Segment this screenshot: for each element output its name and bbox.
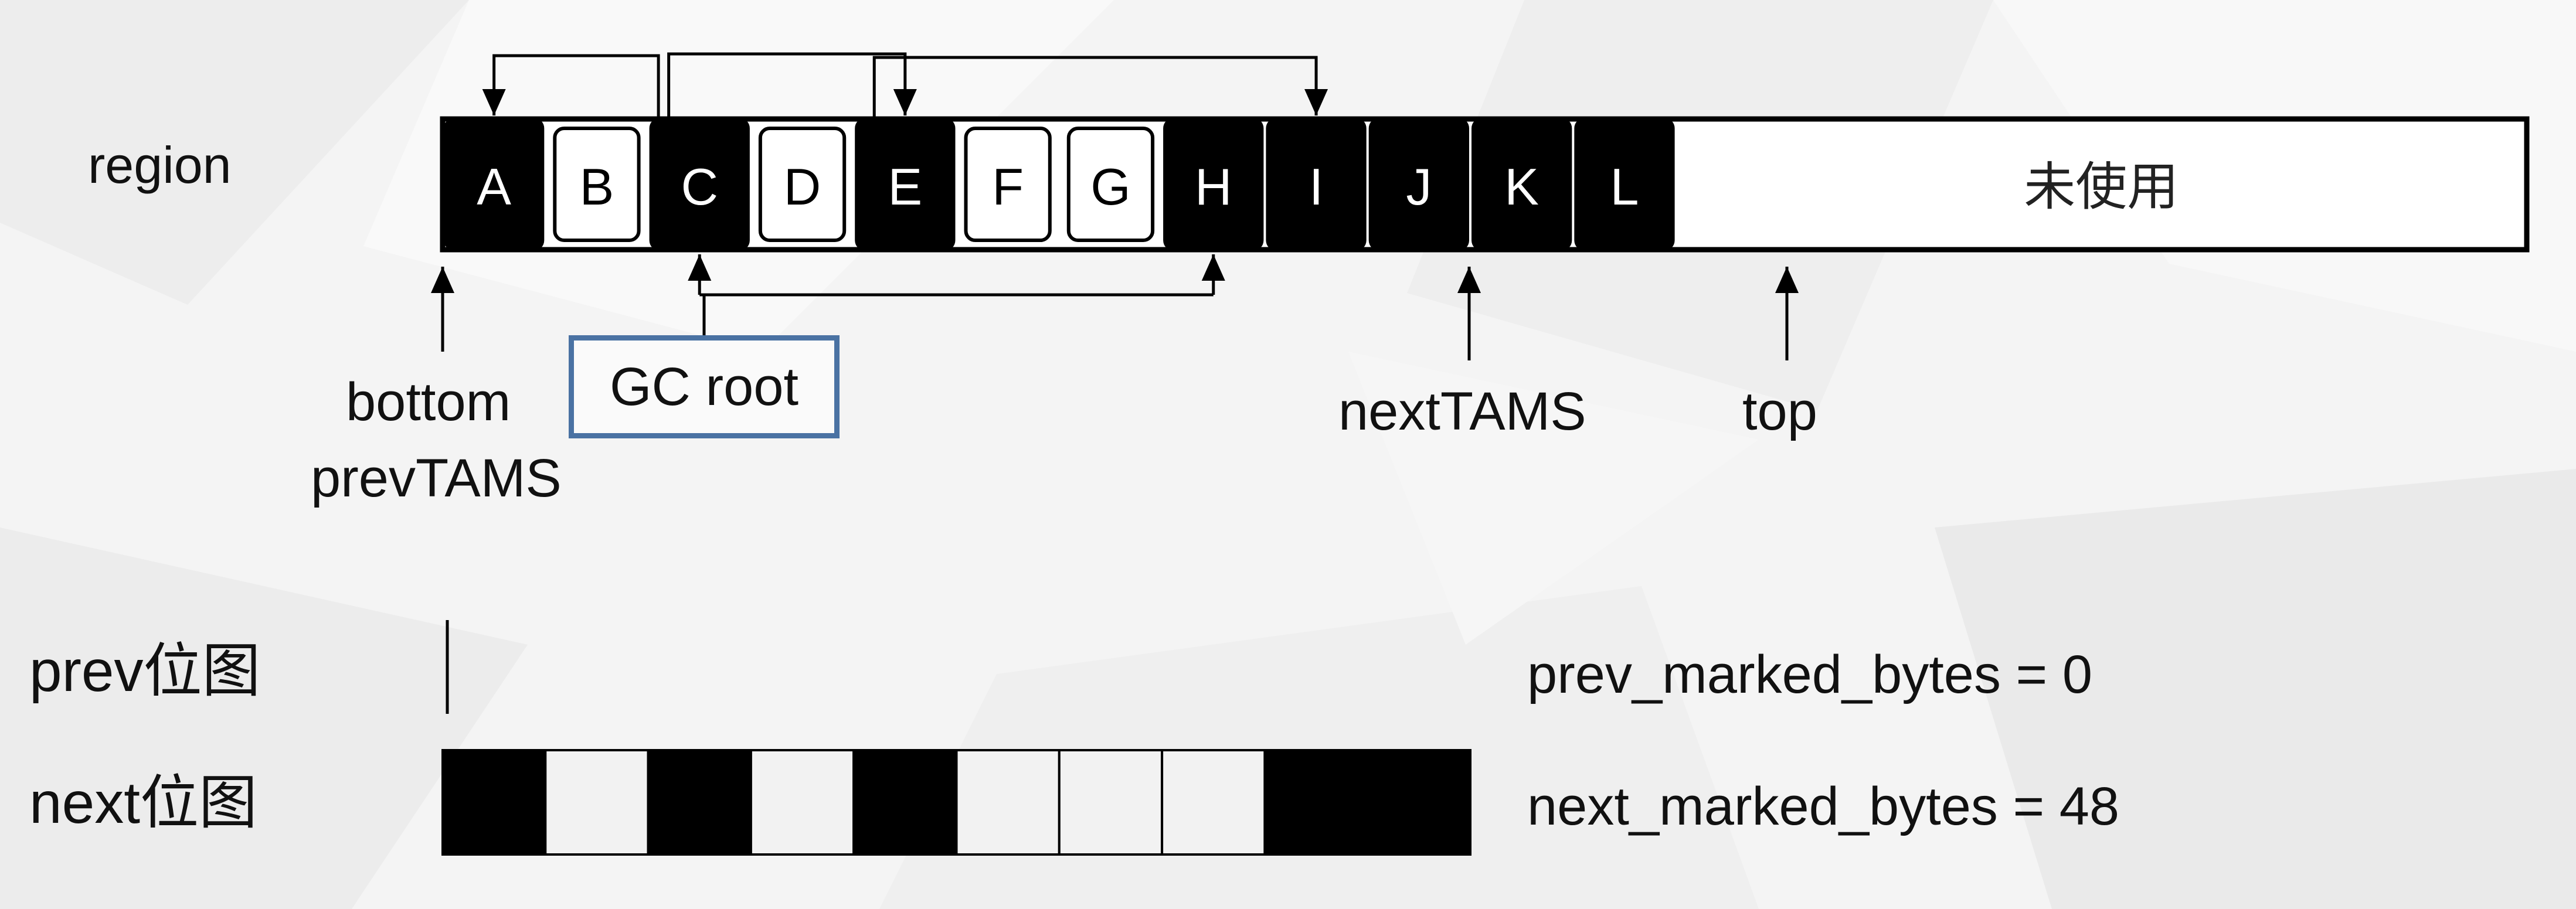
gc-root-box: GC root <box>569 335 840 438</box>
next-bitmap-bit <box>441 749 547 856</box>
top-pointer-label: top <box>1742 382 1817 441</box>
next-bitmap-bit <box>955 749 1061 856</box>
object-cell-e <box>855 118 956 251</box>
object-cell-b <box>553 127 641 242</box>
next-bitmap-bit <box>1366 749 1471 856</box>
object-label-c: C <box>681 158 718 216</box>
object-label-d: D <box>784 158 821 216</box>
object-cell-d <box>758 127 847 242</box>
next-bitmap-bit <box>1161 749 1266 856</box>
object-cell-j <box>1368 118 1469 251</box>
reference-arrow-c-to-e <box>667 52 917 117</box>
unused-area-label: 未使用 <box>2024 158 2179 216</box>
next-bitmap-bit <box>544 749 650 856</box>
object-label-j: J <box>1406 158 1432 216</box>
object-cell-i <box>1266 118 1367 251</box>
next-bitmap-bit <box>1263 749 1369 856</box>
object-label-a: A <box>477 158 511 216</box>
object-cell-g <box>1066 127 1155 242</box>
prev-marked-bytes-text: prev_marked_bytes = 0 <box>1527 645 2092 704</box>
bottom-pointer-label: bottom <box>346 372 511 432</box>
object-label-h: H <box>1195 158 1232 216</box>
object-label-f: F <box>992 158 1024 216</box>
next-bitmap-bit <box>852 749 958 856</box>
object-cell-f <box>964 127 1052 242</box>
object-cell-l <box>1574 118 1675 251</box>
object-label-k: K <box>1504 158 1539 216</box>
next-bitmap-bit <box>647 749 752 856</box>
object-cell-a <box>444 118 545 251</box>
prevtams-pointer-label: prevTAMS <box>311 448 562 508</box>
next-bitmap-label: next位图 <box>29 770 258 836</box>
object-label-b: B <box>580 158 614 216</box>
object-label-i: I <box>1309 158 1323 216</box>
object-label-e: E <box>888 158 922 216</box>
next-bitmap-bit <box>1058 749 1164 856</box>
gc-root-label: GC root <box>609 356 799 417</box>
object-cell-c <box>649 118 750 251</box>
nexttams-pointer-label: nextTAMS <box>1338 382 1586 441</box>
object-cell-k <box>1471 118 1572 251</box>
object-cell-h <box>1163 118 1264 251</box>
prev-bitmap-label: prev位图 <box>29 638 261 704</box>
reference-arrow-e-to-i <box>872 56 1328 117</box>
next-marked-bytes-text: next_marked_bytes = 48 <box>1527 777 2120 836</box>
object-label-l: L <box>1610 158 1639 216</box>
reference-arrow-c-to-a <box>482 54 660 117</box>
region-label: region <box>88 136 232 194</box>
object-label-g: G <box>1090 158 1130 216</box>
next-bitmap-bit <box>749 749 855 856</box>
